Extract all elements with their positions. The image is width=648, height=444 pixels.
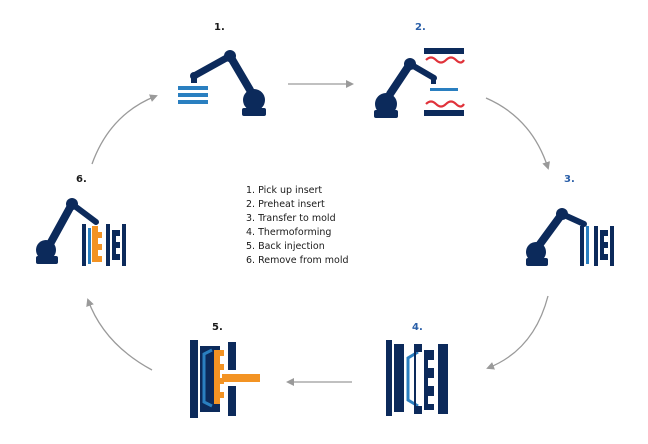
robot-arm-heater-icon: [374, 48, 465, 118]
step-list-item: 2. Preheat insert: [246, 199, 325, 210]
step-number-4: 4.: [412, 322, 423, 333]
step-list-item: 3. Transfer to mold: [246, 213, 336, 224]
step-list-item: 6. Remove from mold: [246, 255, 349, 266]
arrow-5-to-6: [86, 298, 153, 371]
step-number-6: 6.: [76, 174, 87, 185]
mold-back-injection-icon: [190, 340, 260, 418]
step-number-5: 5.: [212, 322, 223, 333]
step-number-2: 2.: [415, 22, 426, 33]
robot-arm-mold-insert-icon: [526, 208, 614, 266]
robot-arm-remove-part-icon: [36, 198, 126, 266]
arrow-2-to-3: [485, 97, 550, 170]
arrow-6-to-1: [91, 94, 158, 165]
arrow-3-to-4: [486, 295, 549, 370]
step-list: 1. Pick up insert 2. Preheat insert 3. T…: [246, 184, 349, 268]
step-list-item: 4. Thermoforming: [246, 227, 332, 238]
step-list-item: 1. Pick up insert: [246, 185, 323, 196]
step-list-item: 5. Back injection: [246, 241, 325, 252]
mold-thermoforming-icon: [386, 340, 448, 416]
step-number-1: 1.: [214, 22, 225, 33]
step-number-3: 3.: [564, 174, 575, 185]
robot-arm-stacked-inserts-icon: [178, 50, 266, 116]
